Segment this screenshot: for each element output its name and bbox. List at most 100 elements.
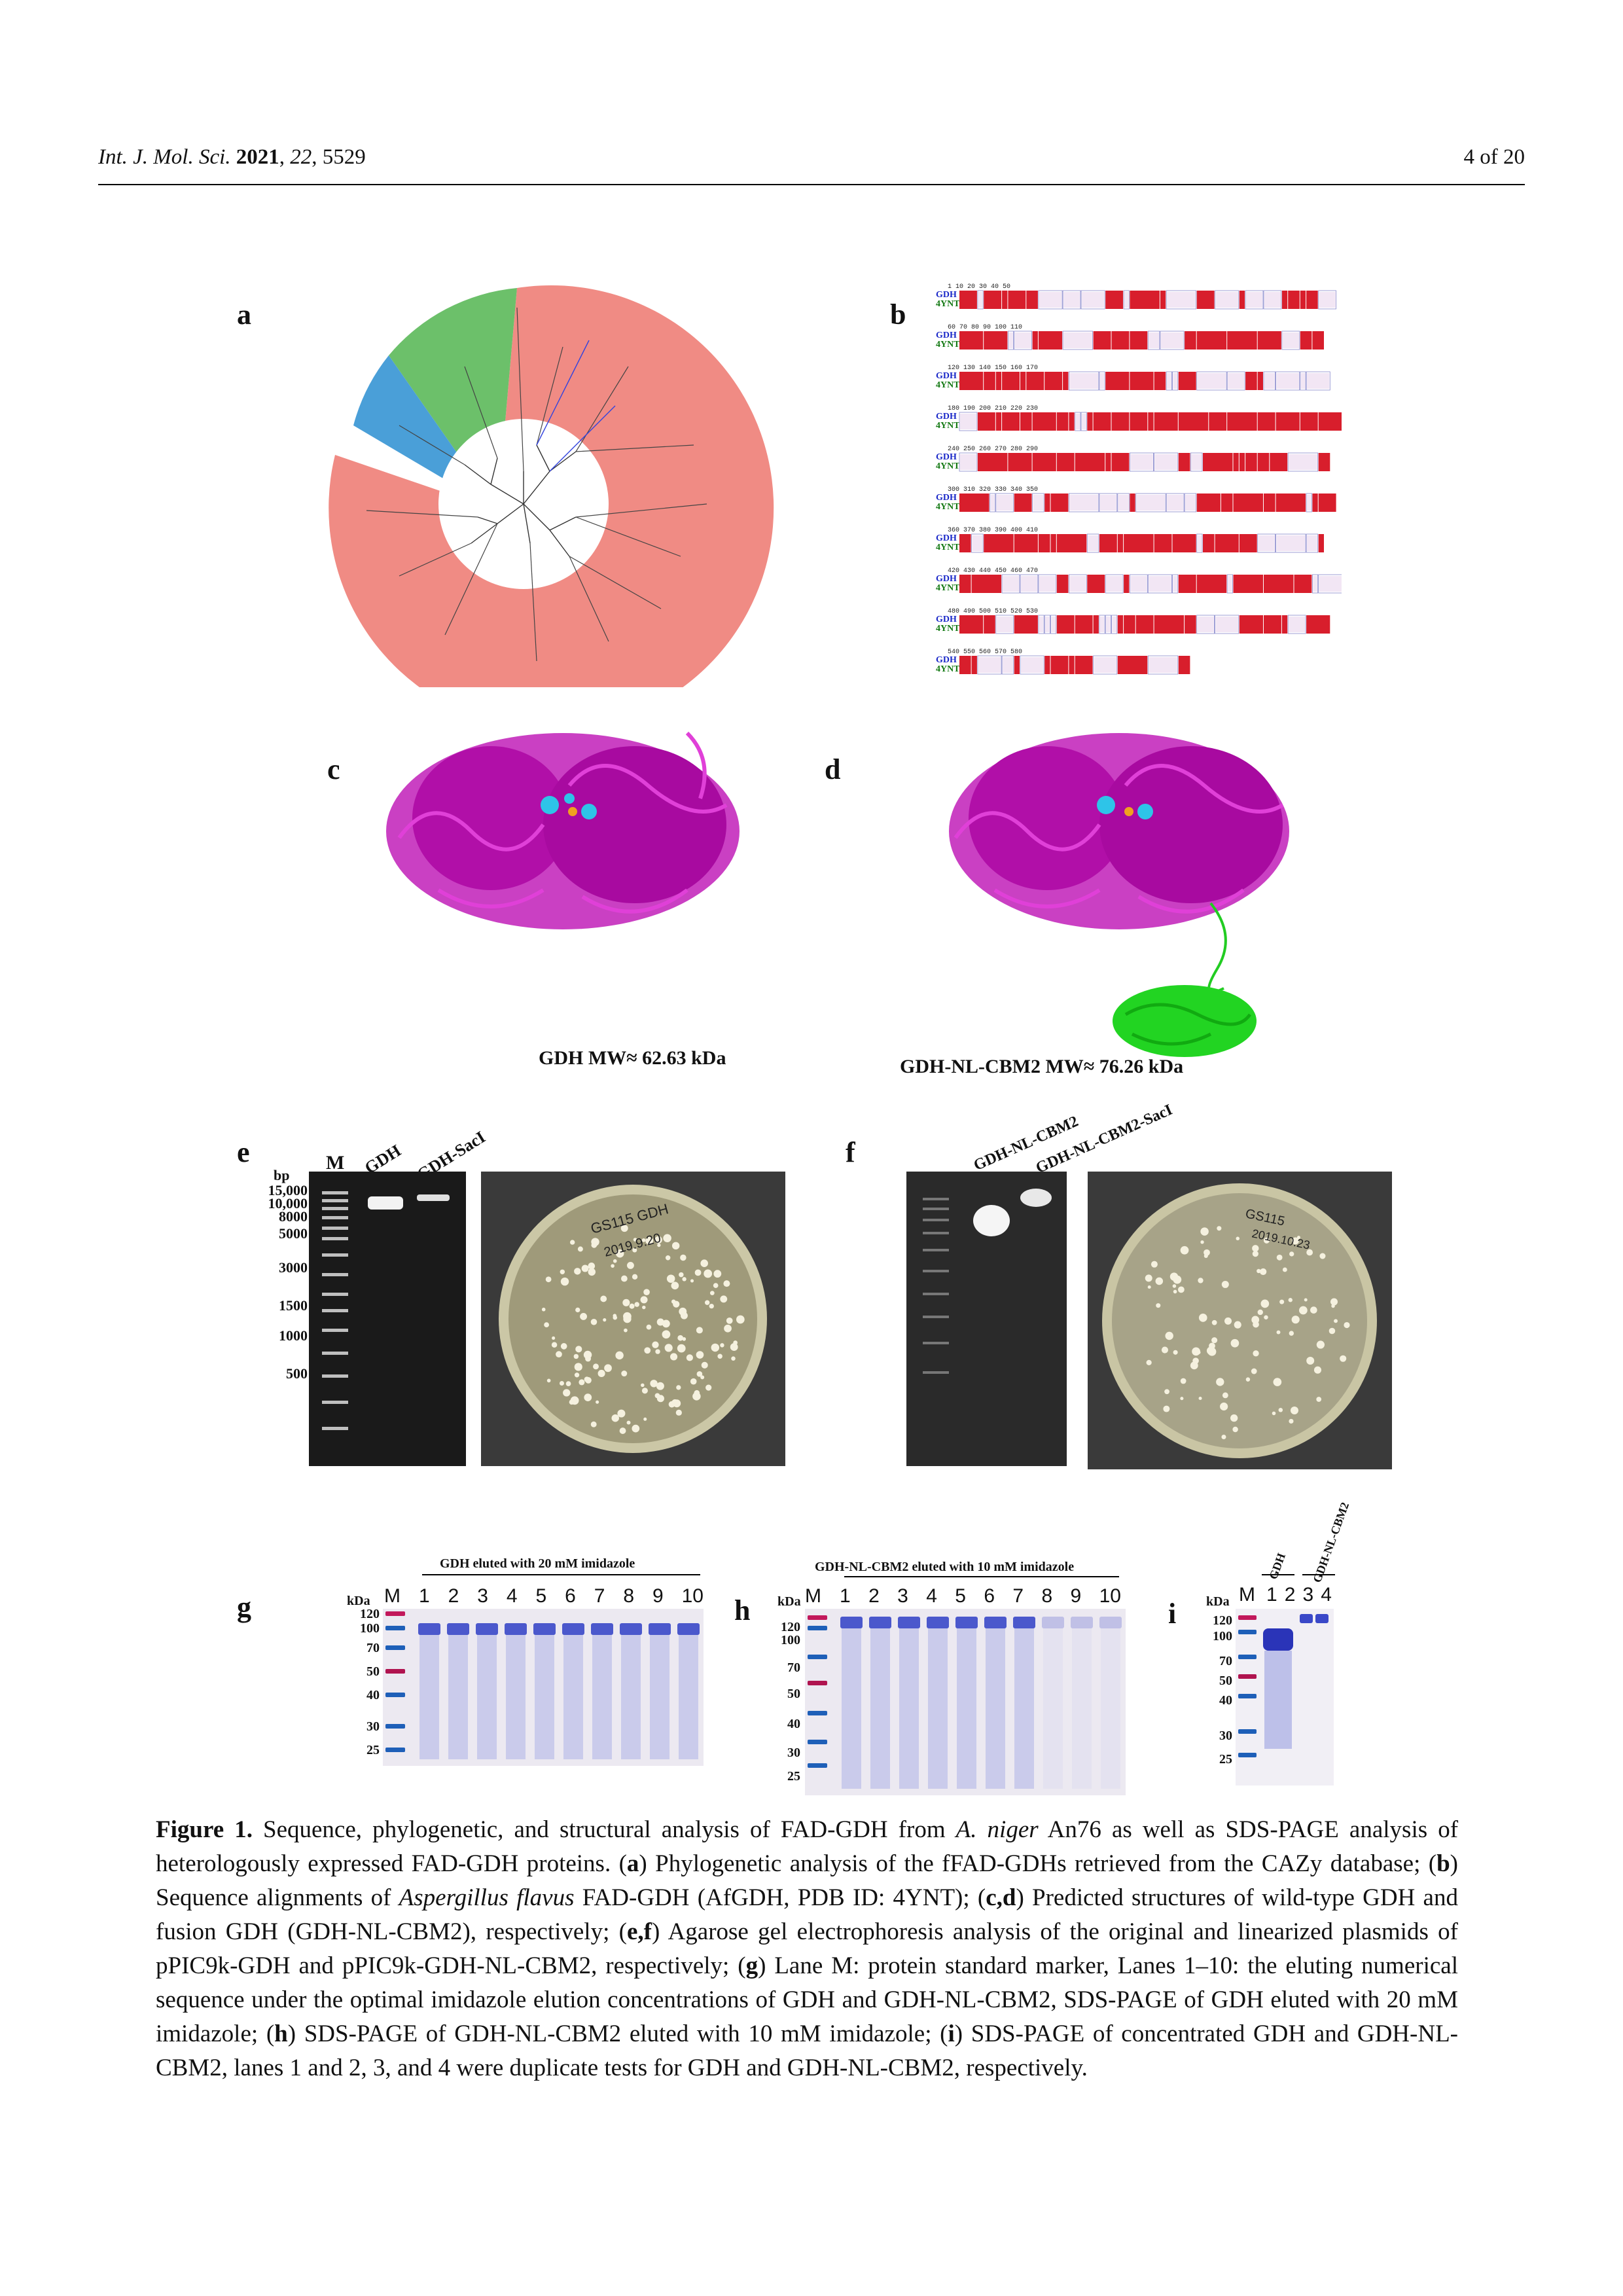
alignment-numbers: 240 250 260 270 280 290 bbox=[948, 446, 1038, 453]
alignment-numbers: 420 430 440 450 460 470 bbox=[948, 567, 1038, 575]
alignment-seq2-label: 4YNT bbox=[936, 461, 960, 471]
caption-text: An76 as well as SDS-PAGE analysis of het… bbox=[156, 1816, 1459, 1877]
marker-label: 50 bbox=[787, 1687, 800, 1701]
ladder-label: 1000 bbox=[279, 1327, 308, 1344]
alignment-seq1-label: GDH bbox=[936, 290, 957, 300]
gel-h-lane-m: M bbox=[805, 1585, 821, 1607]
alignment-numbers: 180 190 200 210 220 230 bbox=[948, 405, 1038, 412]
gel-g-kda: kDa bbox=[347, 1594, 370, 1608]
agarose-gel-f bbox=[906, 1172, 1067, 1466]
ladder-label: 10,000 bbox=[268, 1195, 308, 1211]
ladder-label: 500 bbox=[286, 1365, 308, 1382]
lane-number: 2 bbox=[1284, 1584, 1296, 1605]
alignment-numbers: 480 490 500 510 520 530 bbox=[948, 608, 1038, 615]
marker-label: 40 bbox=[366, 1688, 380, 1702]
gel-h-title-rule bbox=[844, 1576, 1119, 1577]
marker-label: 70 bbox=[366, 1641, 380, 1655]
panel-label-c: c bbox=[327, 753, 340, 785]
lane-number: 2 bbox=[448, 1585, 459, 1607]
tree-branches bbox=[464, 444, 577, 557]
sds-page-gel-h bbox=[805, 1609, 1126, 1795]
alignment-seq1-label: GDH bbox=[936, 493, 957, 503]
alignment-seq1-label: GDH bbox=[936, 615, 957, 624]
gel-i-lanes: 1 2 3 4 bbox=[1266, 1584, 1332, 1606]
panel-label-h: h bbox=[734, 1594, 751, 1626]
gel-i-group-gdh-rule bbox=[1262, 1574, 1294, 1575]
lane-number: 6 bbox=[565, 1585, 576, 1607]
marker-label: 25 bbox=[1219, 1752, 1232, 1767]
lane-number: 4 bbox=[1321, 1584, 1332, 1605]
marker-label: 30 bbox=[366, 1719, 380, 1734]
alignment-seq1-label: GDH bbox=[936, 371, 957, 381]
gel-i-markers: 120 100 70 50 40 30 25 bbox=[1206, 1613, 1232, 1777]
sds-page-gel-g bbox=[383, 1609, 704, 1766]
lane-number: 4 bbox=[926, 1585, 937, 1607]
caption-text: ) SDS-PAGE of concentrated GDH and GDH-N… bbox=[156, 2020, 1458, 2081]
gel-i-group-gdh-nl-cbm2-rule bbox=[1302, 1574, 1335, 1575]
marker-label: 120 bbox=[360, 1607, 380, 1621]
alignment-numbers: 540 550 560 570 580 bbox=[948, 649, 1022, 656]
lane-number: 7 bbox=[594, 1585, 605, 1607]
marker-label: 100 bbox=[1213, 1629, 1232, 1643]
caption-text: Sequence, phylogenetic, and structural a… bbox=[252, 1816, 956, 1843]
figure-label: Figure 1. bbox=[156, 1816, 253, 1843]
lane-number: 1 bbox=[840, 1585, 851, 1607]
gel-g-lanes: 1 2 3 4 5 6 7 8 9 10 bbox=[419, 1585, 704, 1607]
lane-number: 3 bbox=[897, 1585, 908, 1607]
panel-label-e: e bbox=[237, 1136, 250, 1168]
marker-label: 40 bbox=[787, 1717, 800, 1731]
marker-label: 70 bbox=[787, 1660, 800, 1675]
marker-label: 70 bbox=[1219, 1654, 1232, 1668]
alignment-seq1-label: GDH bbox=[936, 533, 957, 543]
alignment-seq2-label: 4YNT bbox=[936, 502, 960, 512]
marker-label: 50 bbox=[1219, 1674, 1232, 1688]
alignment-seq2-label: 4YNT bbox=[936, 664, 960, 674]
journal-volume: 22 bbox=[290, 145, 312, 169]
caption-species: A. niger bbox=[955, 1816, 1039, 1843]
panel-label-f: f bbox=[846, 1136, 855, 1168]
alignment-seq2-label: 4YNT bbox=[936, 583, 960, 593]
caption-ref: g bbox=[745, 1952, 758, 1979]
tree-leaf-labels bbox=[366, 307, 707, 662]
page-number: 4 of 20 bbox=[1463, 145, 1525, 169]
panel-label-d: d bbox=[825, 753, 841, 785]
marker-label: 25 bbox=[366, 1743, 380, 1757]
gel-h-title: GDH-NL-CBM2 eluted with 10 mM imidazole bbox=[815, 1560, 1075, 1574]
alignment-seq2-label: 4YNT bbox=[936, 543, 960, 552]
panel-label-g: g bbox=[237, 1591, 251, 1623]
marker-label: 25 bbox=[787, 1769, 800, 1784]
panel-label-b: b bbox=[890, 298, 906, 331]
caption-text: ) Predicted structures of wild-type GDH … bbox=[156, 1884, 1458, 1945]
lane-number: 10 bbox=[1099, 1585, 1121, 1607]
alignment-numbers: 360 370 380 390 400 410 bbox=[948, 527, 1038, 534]
gdh-mw-label: GDH MW≈ 62.63 kDa bbox=[539, 1047, 726, 1069]
lane-number: 10 bbox=[681, 1585, 704, 1607]
caption-text: ) Phylogenetic analysis of the fFAD-GDHs… bbox=[639, 1850, 1437, 1877]
lane-number: 4 bbox=[506, 1585, 518, 1607]
journal-name: Int. J. Mol. Sci. bbox=[98, 145, 231, 169]
gel-i-lane-m: M bbox=[1239, 1584, 1255, 1605]
caption-text: ) SDS-PAGE of GDH-NL-CBM2 eluted with 10… bbox=[287, 2020, 948, 2047]
marker-label: 100 bbox=[360, 1621, 380, 1636]
alignment-numbers: 1 10 20 30 40 50 bbox=[948, 283, 1010, 291]
gdh-nl-cbm2-structure-image bbox=[949, 733, 1289, 1057]
phylogenetic-tree bbox=[329, 285, 774, 687]
colony-plate-f: GS115 2019.10.23 bbox=[1088, 1172, 1392, 1469]
marker-label: 30 bbox=[787, 1746, 800, 1760]
alignment-seq2-label: 4YNT bbox=[936, 299, 960, 309]
caption-text: ) Lane M: protein standard marker, Lanes… bbox=[156, 1952, 1458, 2047]
alignment-seq1-label: GDH bbox=[936, 574, 957, 584]
gel-i-group-gdh: GDH bbox=[1266, 1551, 1289, 1581]
caption-species: Aspergillus flavus bbox=[399, 1884, 575, 1911]
journal-year: 2021 bbox=[236, 145, 279, 169]
caption-text: FAD-GDH (AfGDH, PDB ID: 4YNT); ( bbox=[574, 1884, 986, 1911]
alignment-seq1-label: GDH bbox=[936, 412, 957, 422]
marker-label: 50 bbox=[366, 1664, 380, 1679]
sds-page-gel-i bbox=[1236, 1609, 1334, 1785]
figure-caption: Figure 1. Sequence, phylogenetic, and st… bbox=[156, 1813, 1458, 2085]
bp-title: bp bbox=[274, 1167, 290, 1183]
ladder-label: 1500 bbox=[279, 1297, 308, 1314]
ladder-label: 15,000 bbox=[268, 1182, 308, 1198]
lane-number: 1 bbox=[1266, 1584, 1277, 1605]
alignment-seq2-label: 4YNT bbox=[936, 624, 960, 634]
